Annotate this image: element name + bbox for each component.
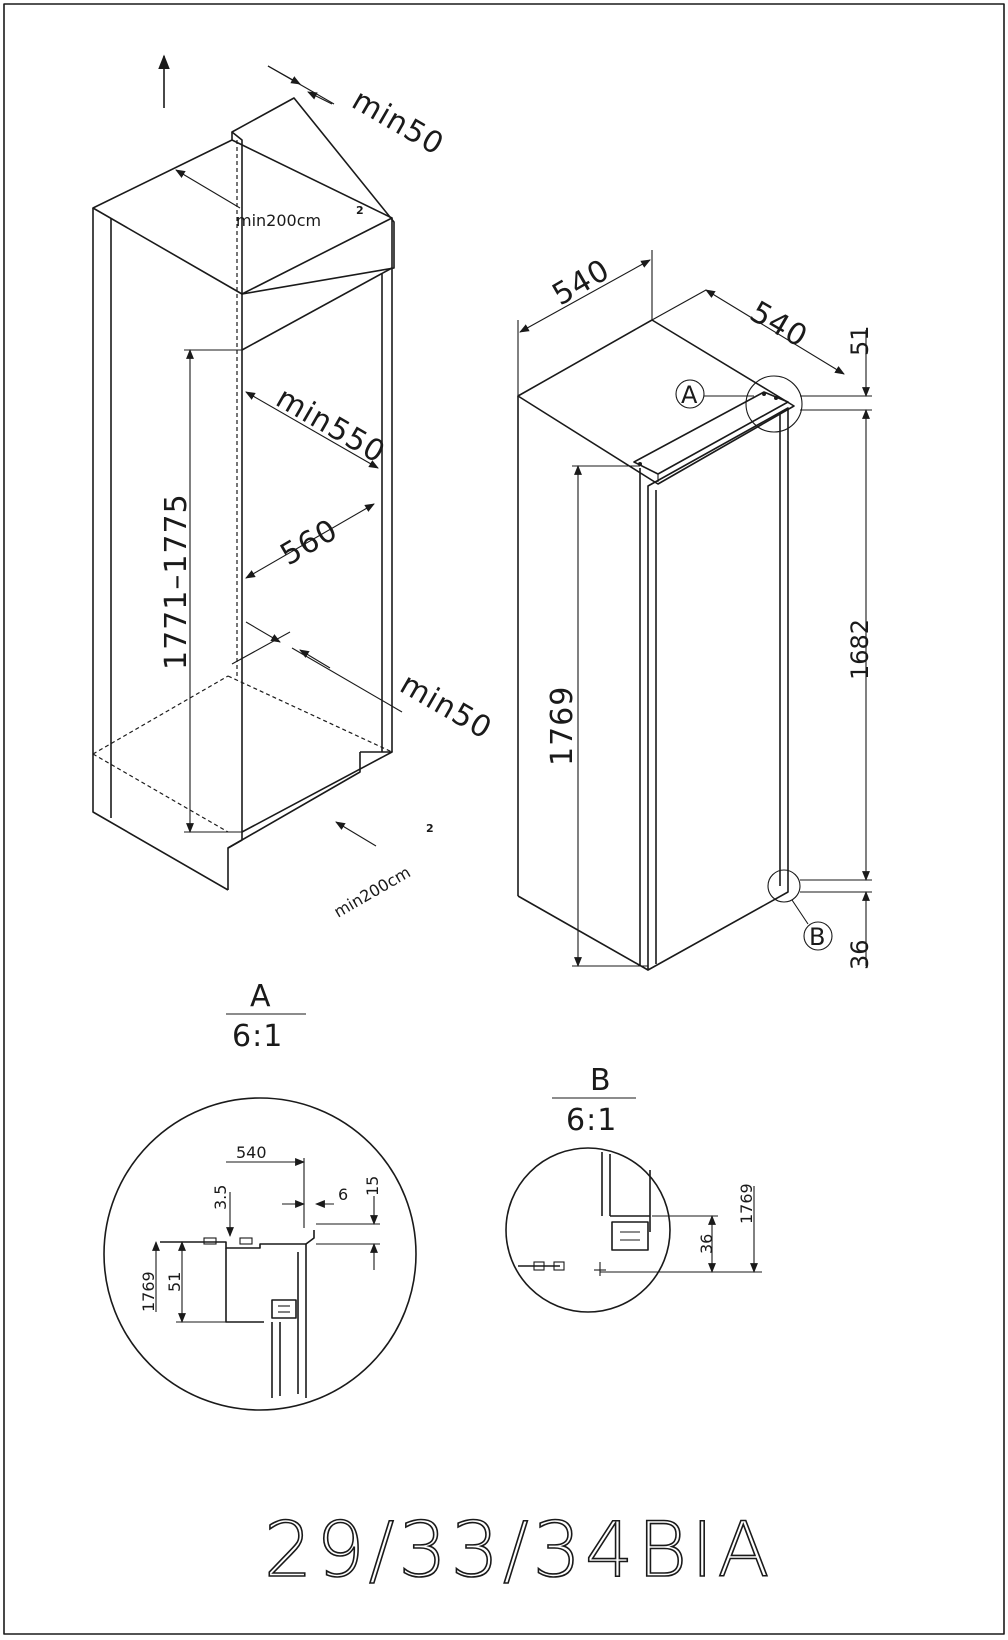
- detail-b: B 6:1 36 1769: [505, 1063, 762, 1313]
- min-depth-label: min550: [270, 381, 391, 471]
- ventilation-bottom-sup: 2: [426, 822, 434, 835]
- detail-a-scale: 6:1: [232, 1019, 283, 1054]
- appliance-diagram: A B 540 540 1769 51 1682 36: [517, 250, 874, 971]
- callout-b-circle: [767, 869, 801, 903]
- niche-diagram: min50 min200cm 2 1771–1775 min550 560 mi…: [92, 54, 498, 921]
- detail-a-circle: [103, 1097, 417, 1411]
- width-label: 560: [275, 512, 345, 572]
- detail-b-scale: 6:1: [566, 1103, 617, 1138]
- appliance-height-label: 1769: [545, 686, 580, 766]
- ventilation-bottom-label: min200cm: [331, 862, 414, 921]
- callout-a-label: A: [681, 381, 698, 409]
- appliance-width-label: 540: [547, 252, 617, 312]
- bottom-offset-label: 36: [846, 939, 874, 970]
- page-border: [3, 3, 1005, 1635]
- detail-a-label: A: [250, 979, 272, 1014]
- ventilation-top-label: min200cm: [236, 211, 321, 230]
- detail-a-6: 6: [338, 1185, 348, 1204]
- top-offset-label: 51: [846, 325, 874, 356]
- detail-a-51: 51: [165, 1272, 184, 1292]
- detail-b-1769: 1769: [737, 1183, 756, 1224]
- detail-b-circle: [505, 1147, 671, 1313]
- detail-b-36: 36: [697, 1234, 716, 1254]
- callout-b-label: B: [809, 923, 825, 951]
- detail-a-1769: 1769: [139, 1271, 158, 1312]
- detail-a-15: 15: [363, 1176, 382, 1196]
- door-height-label: 1682: [846, 619, 874, 680]
- model-title: 29/33/34BIA: [264, 1505, 774, 1594]
- callout-a-circle: [745, 375, 803, 433]
- detail-a-3-5: 3.5: [211, 1185, 230, 1210]
- detail-b-label: B: [590, 1063, 612, 1098]
- min-top-gap-label: min50: [346, 83, 450, 163]
- min-bottom-gap-label: min50: [394, 667, 498, 747]
- appliance-depth-label: 540: [744, 295, 814, 355]
- niche-height-label: 1771–1775: [159, 493, 194, 670]
- detail-a: A 6:1 540 3.5 6 15 1769 51: [103, 979, 417, 1411]
- ventilation-top-sup: 2: [356, 204, 364, 217]
- detail-a-540: 540: [236, 1143, 267, 1162]
